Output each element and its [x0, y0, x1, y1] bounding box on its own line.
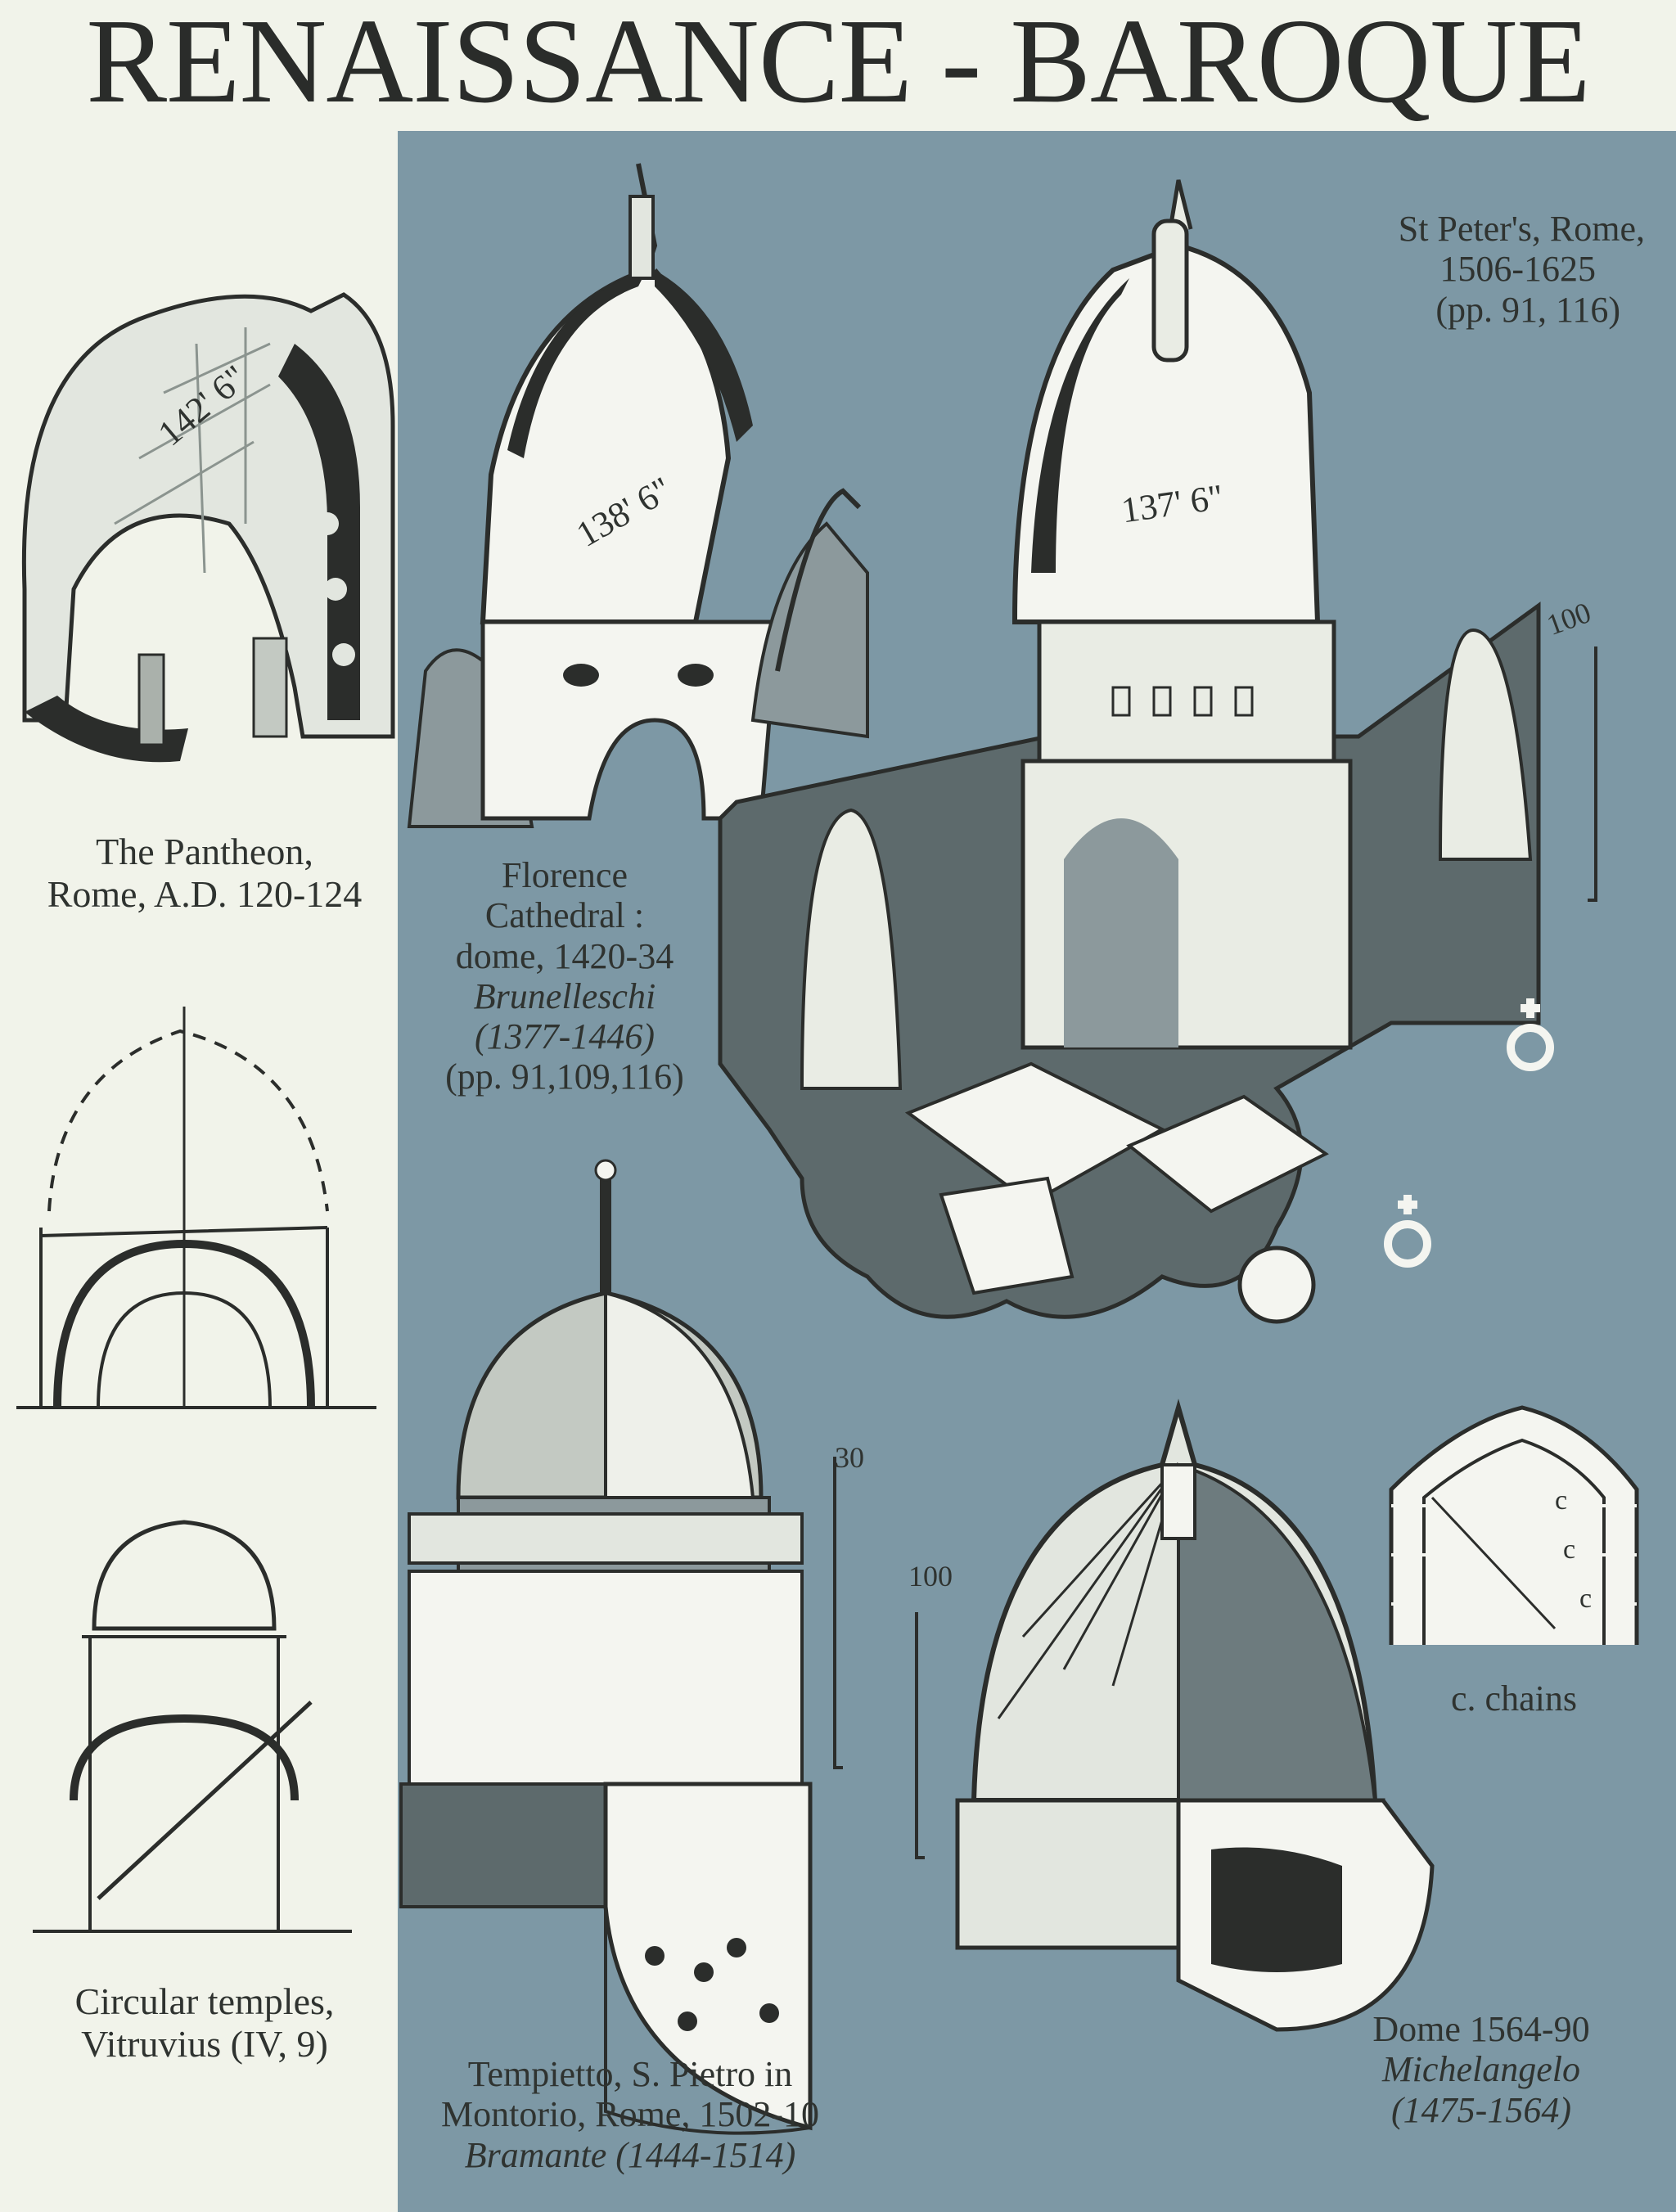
vitruvius-temple-drawings	[16, 1007, 376, 1933]
st-peters-refs: (pp. 91, 116)	[1435, 289, 1620, 330]
florence-line1: Florence	[502, 855, 628, 895]
st-peters-line2: 1506-1625	[1439, 249, 1596, 290]
michelangelo-dome-drawing	[955, 1399, 1435, 2032]
chains-caption: c. chains	[1451, 1678, 1577, 1719]
vitruvius-caption: Circular temples, Vitruvius (IV, 9)	[16, 1980, 393, 2065]
pantheon-caption: The Pantheon, Rome, A.D. 120-124	[16, 831, 393, 915]
pantheon-name: The Pantheon,	[96, 831, 313, 872]
florence-caption: Florence Cathedral : dome, 1420-34 Brune…	[401, 855, 728, 1097]
dome-dates: (1475-1564)	[1391, 2089, 1571, 2130]
st-peters-caption: St Peter's, Rome, 1506-1625 (pp. 91, 116…	[1301, 209, 1645, 330]
scale-label-100-dome: 100	[908, 1560, 953, 1593]
pantheon-drawing	[21, 292, 395, 763]
chain-marker-1: c	[1555, 1485, 1568, 1516]
tempietto-line2: Montorio, Rome, 1502-10	[441, 2094, 819, 2135]
florence-line3: dome, 1420-34	[455, 935, 674, 976]
vitruvius-line2: Vitruvius (IV, 9)	[81, 2022, 328, 2065]
dome-caption: Dome 1564-90 Michelangelo (1475-1564)	[1318, 2009, 1645, 2130]
tempietto-caption: Tempietto, S. Pietro in Montorio, Rome, …	[401, 2054, 859, 2175]
dome-line1: Dome 1564-90	[1372, 2009, 1590, 2049]
scale-bars	[833, 646, 1597, 1859]
pantheon-place: Rome, A.D. 120-124	[47, 872, 363, 915]
dome-architect: Michelangelo	[1382, 2049, 1580, 2090]
scale-label-30: 30	[835, 1441, 864, 1474]
tempietto-architect: Bramante	[464, 2134, 607, 2175]
chain-marker-2: c	[1563, 1534, 1576, 1565]
tempietto-architect-dates: Bramante (1444-1514)	[401, 2135, 859, 2175]
florence-line2: Cathedral :	[484, 895, 645, 936]
florence-cathedral-drawing	[407, 163, 869, 828]
chain-marker-3: c	[1579, 1584, 1593, 1614]
florence-dates: (1377-1446)	[475, 1016, 655, 1057]
tempietto-dates: (1444-1514)	[615, 2134, 796, 2175]
vitruvius-line1: Circular temples,	[74, 1980, 335, 2022]
tempietto-drawing	[399, 1159, 813, 2135]
st-peters-drawing	[718, 179, 1554, 1324]
chains-diagram	[1389, 1405, 1639, 1645]
page-title: RENAISSANCE - BAROQUE	[86, 0, 1590, 128]
florence-refs: (pp. 91,109,116)	[445, 1056, 684, 1097]
tempietto-line1: Tempietto, S. Pietro in	[467, 2054, 793, 2094]
florence-architect: Brunelleschi	[473, 975, 656, 1016]
st-peters-line1: St Peter's, Rome,	[1398, 209, 1645, 249]
